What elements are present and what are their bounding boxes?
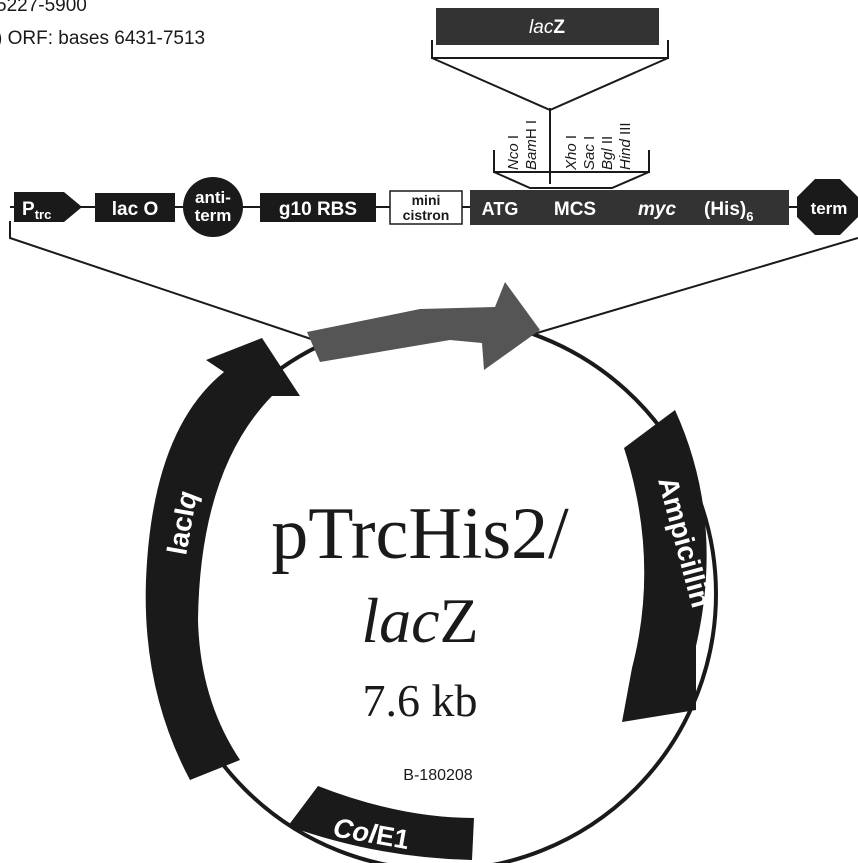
mini-cistron-box bbox=[389, 190, 463, 225]
coding-block bbox=[470, 190, 789, 225]
lac-o-label: lac O bbox=[112, 199, 158, 220]
site-saci: Sac I bbox=[581, 136, 598, 170]
insert-arrow bbox=[307, 282, 540, 370]
g10-rbs-box bbox=[260, 193, 376, 222]
lacz-insert-label: lacZ bbox=[529, 17, 565, 38]
catalog-number: B-180208 bbox=[403, 767, 472, 784]
ptrc-promoter-arrow bbox=[14, 192, 82, 222]
mcs-funnel bbox=[493, 171, 650, 189]
laciq-label: lacIq bbox=[161, 489, 203, 557]
mini-cistron-label-1: mini bbox=[412, 192, 441, 208]
ptrc-label: Ptrc bbox=[22, 199, 51, 222]
atg-label: ATG bbox=[482, 199, 519, 219]
laciq-arrow bbox=[145, 338, 300, 780]
header-note-1: 5227-5900 bbox=[0, 0, 87, 16]
myc-label: myc bbox=[638, 199, 676, 220]
cole1-box bbox=[288, 786, 474, 860]
plasmid-insert: lacZ bbox=[361, 585, 478, 656]
header-note-2: ) ORF: bases 6431-7513 bbox=[0, 28, 205, 49]
terminator-octagon bbox=[797, 179, 858, 235]
ampicillin-arrow bbox=[622, 410, 707, 722]
mcs-bracket bbox=[493, 150, 650, 173]
mini-cistron-label-2: cistron bbox=[403, 207, 450, 223]
his-tag-label: (His)6 bbox=[704, 199, 753, 224]
site-xhoi: Xho I bbox=[563, 135, 580, 171]
antiterm-label-1: anti- bbox=[195, 188, 231, 207]
cole1-label: ColE1 bbox=[331, 812, 412, 855]
site-bglii: Bgl II bbox=[599, 136, 616, 170]
plasmid-name: pTrcHis2/ bbox=[271, 493, 569, 575]
lacz-insert-box bbox=[436, 8, 659, 45]
feature-bracket bbox=[9, 221, 321, 343]
g10-rbs-label: g10 RBS bbox=[279, 199, 357, 220]
insert-funnel bbox=[431, 57, 669, 112]
insert-bracket bbox=[431, 40, 669, 59]
lac-o-box bbox=[95, 193, 175, 222]
mcs-label: MCS bbox=[554, 199, 596, 220]
plasmid-size: 7.6 kb bbox=[363, 675, 478, 726]
feature-bracket-right bbox=[519, 237, 858, 339]
antiterm-label-2: term bbox=[195, 206, 232, 225]
site-hindiii: Hind III bbox=[617, 122, 634, 170]
term-label: term bbox=[811, 199, 848, 218]
site-bamhi: BamH I bbox=[523, 120, 540, 170]
restriction-sites: Nco I BamH I Xho I Sac I Bgl II Hind III bbox=[505, 120, 634, 171]
site-ncoi: Nco I bbox=[505, 135, 522, 170]
antiterm-circle bbox=[183, 177, 243, 237]
